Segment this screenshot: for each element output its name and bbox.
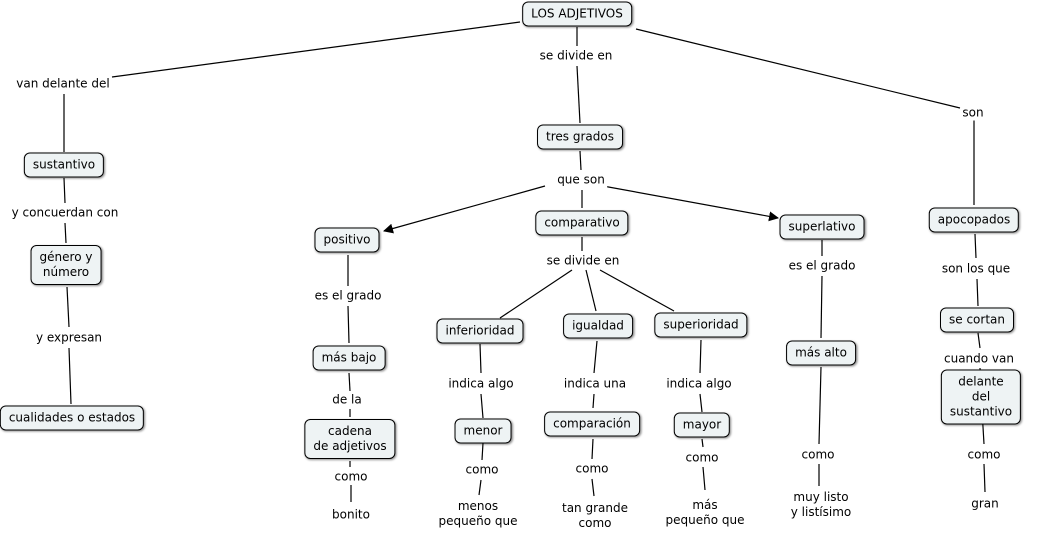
node-mas-alto[interactable]: más alto bbox=[786, 340, 856, 366]
link-y-concuerdan-con: y concuerdan con bbox=[9, 205, 121, 221]
link-indica-una: indica una bbox=[561, 376, 629, 392]
link-como-3: como bbox=[573, 461, 611, 477]
link-indica-algo-1: indica algo bbox=[446, 376, 516, 392]
example-bonito: bonito bbox=[332, 507, 370, 522]
link-como-5: como bbox=[799, 447, 837, 463]
node-menor[interactable]: menor bbox=[454, 418, 512, 444]
link-como-4: como bbox=[683, 450, 721, 466]
node-positivo[interactable]: positivo bbox=[314, 227, 380, 253]
node-cadena-de-adjetivos[interactable]: cadena de adjetivos bbox=[304, 419, 396, 459]
node-inferioridad[interactable]: inferioridad bbox=[436, 318, 524, 344]
node-sustantivo[interactable]: sustantivo bbox=[23, 152, 105, 178]
link-como-6: como bbox=[965, 447, 1003, 463]
node-se-cortan[interactable]: se cortan bbox=[940, 307, 1014, 333]
node-comparativo[interactable]: comparativo bbox=[535, 210, 629, 236]
link-se-divide-en: se divide en bbox=[537, 48, 615, 64]
link-se-divide-en-2: se divide en bbox=[544, 253, 622, 269]
example-tan-grande-como: tan grande como bbox=[562, 501, 628, 530]
node-apocopados[interactable]: apocopados bbox=[928, 207, 1020, 233]
link-como-2: como bbox=[463, 462, 501, 478]
node-comparacion[interactable]: comparación bbox=[544, 411, 640, 437]
link-de-la: de la bbox=[330, 392, 364, 408]
link-y-expresan: y expresan bbox=[33, 330, 105, 346]
link-son: son bbox=[960, 105, 986, 121]
link-van-delante-del: van delante del bbox=[14, 76, 112, 92]
link-indica-algo-2: indica algo bbox=[664, 376, 734, 392]
node-mayor[interactable]: mayor bbox=[673, 412, 731, 438]
example-mas-pequeno-que: más pequeño que bbox=[665, 498, 745, 527]
example-muy-listo: muy listo y listísimo bbox=[790, 490, 852, 519]
link-son-los-que: son los que bbox=[939, 261, 1013, 277]
node-tres-grados[interactable]: tres grados bbox=[537, 124, 623, 150]
node-cualidades-o-estados[interactable]: cualidades o estados bbox=[0, 405, 145, 431]
link-como-1: como bbox=[332, 469, 370, 485]
node-genero-y-numero[interactable]: género y número bbox=[30, 245, 102, 285]
link-que-son: que son bbox=[555, 172, 607, 188]
example-menos-pequeno-que: menos pequeño que bbox=[438, 499, 518, 528]
example-gran: gran bbox=[971, 496, 999, 511]
link-es-el-grado-1: es el grado bbox=[312, 288, 384, 304]
node-superlativo[interactable]: superlativo bbox=[779, 214, 865, 240]
node-superioridad[interactable]: superioridad bbox=[654, 312, 748, 338]
node-delante-del-sustantivo[interactable]: delante del sustantivo bbox=[940, 369, 1022, 425]
node-mas-bajo[interactable]: más bajo bbox=[312, 345, 386, 371]
node-los-adjetivos[interactable]: LOS ADJETIVOS bbox=[522, 1, 632, 27]
link-es-el-grado-2: es el grado bbox=[786, 258, 858, 274]
node-igualdad[interactable]: igualdad bbox=[563, 313, 633, 339]
link-cuando-van: cuando van bbox=[942, 351, 1016, 367]
